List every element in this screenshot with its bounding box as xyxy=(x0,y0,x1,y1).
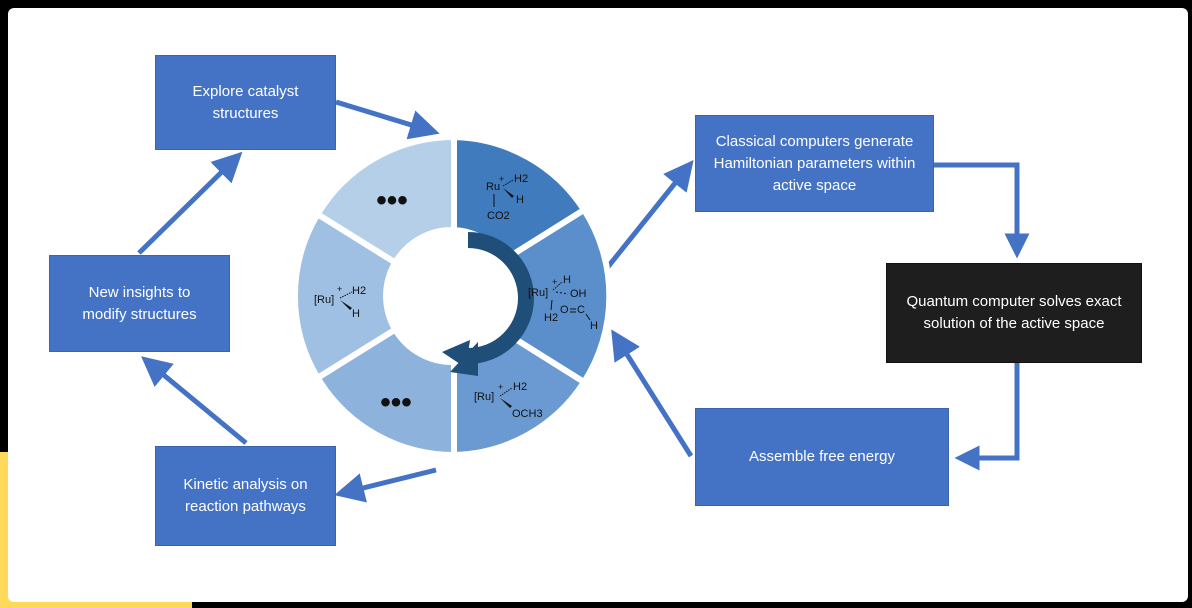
box-quantum-label: Quantum computer solves exact solution o… xyxy=(906,293,1122,332)
label-co2: CO2 xyxy=(487,210,510,222)
label-h: H xyxy=(516,194,524,206)
reaction-wheel xyxy=(292,133,613,459)
label-o: O xyxy=(560,304,569,316)
label-h-top: H xyxy=(563,274,571,286)
box-assemble-label: Assemble free energy xyxy=(749,448,895,465)
svg-text:+: + xyxy=(552,277,557,287)
box-explore-label: Explore catalyst structures xyxy=(192,82,299,122)
arrow-quantum-to-assemble xyxy=(954,363,1020,471)
structure-ru-co2: Ru + H2 H CO2 xyxy=(486,173,528,222)
box-quantum-computer: Quantum computer solves exact solution o… xyxy=(886,263,1142,363)
label-c: C xyxy=(577,304,585,316)
wheel-segment-top-left xyxy=(313,133,457,267)
label-ru: Ru xyxy=(486,181,500,193)
ellipsis-bottom-left: ••• xyxy=(380,386,412,419)
arrow-assemble-to-wheel xyxy=(611,329,694,458)
label-h2: H2 xyxy=(514,173,528,185)
label-h-end: H xyxy=(590,320,598,332)
svg-text:+: + xyxy=(499,174,504,184)
svg-text:+: + xyxy=(337,284,342,294)
arrow-classical-to-quantum xyxy=(934,162,1030,259)
box-kinetic-label: Kinetic analysis on reaction pathways xyxy=(183,476,308,515)
box-insights-label: New insights to modify structures xyxy=(82,283,197,323)
label-oh: OH xyxy=(570,288,587,300)
arrow-wheel-to-kinetic xyxy=(334,467,437,503)
wheel-segment-right xyxy=(501,205,613,387)
ellipsis-top-left: ••• xyxy=(376,184,408,217)
label-h2-methoxy: H2 xyxy=(513,381,527,393)
label-h2-hydride: H2 xyxy=(352,285,366,297)
arrow-explore-to-wheel xyxy=(335,99,440,140)
structure-ru-formate: [Ru] + H OH H2 O C H xyxy=(528,274,598,332)
label-ru-bracket: [Ru] xyxy=(528,287,548,299)
box-explore-catalyst: Explore catalyst structures xyxy=(155,55,336,150)
wheel-segment-bottom-left xyxy=(313,325,457,459)
structure-ru-hydride: [Ru] + H2 H xyxy=(314,284,366,320)
connector-arrows xyxy=(137,99,1030,503)
cycle-arrow-icon xyxy=(442,232,534,376)
label-och3: OCH3 xyxy=(512,408,543,420)
arrow-kinetic-to-insights xyxy=(141,356,248,445)
box-new-insights: New insights to modify structures xyxy=(49,255,230,352)
arrow-wheel-to-classical xyxy=(601,159,694,275)
label-ru-bracket-3: [Ru] xyxy=(314,294,334,306)
label-h-hydride: H xyxy=(352,308,360,320)
box-assemble-free-energy: Assemble free energy xyxy=(695,408,949,506)
arrow-insights-to-explore xyxy=(137,151,243,255)
box-classical-label: Classical computers generate Hamiltonian… xyxy=(713,132,916,194)
structure-ru-methoxy: [Ru] + H2 OCH3 xyxy=(474,381,543,420)
label-ru-bracket-2: [Ru] xyxy=(474,391,494,403)
box-classical-computers: Classical computers generate Hamiltonian… xyxy=(695,115,934,212)
box-kinetic-analysis: Kinetic analysis on reaction pathways xyxy=(155,446,336,546)
label-h2-water: H2 xyxy=(544,312,558,324)
svg-text:+: + xyxy=(498,382,503,392)
